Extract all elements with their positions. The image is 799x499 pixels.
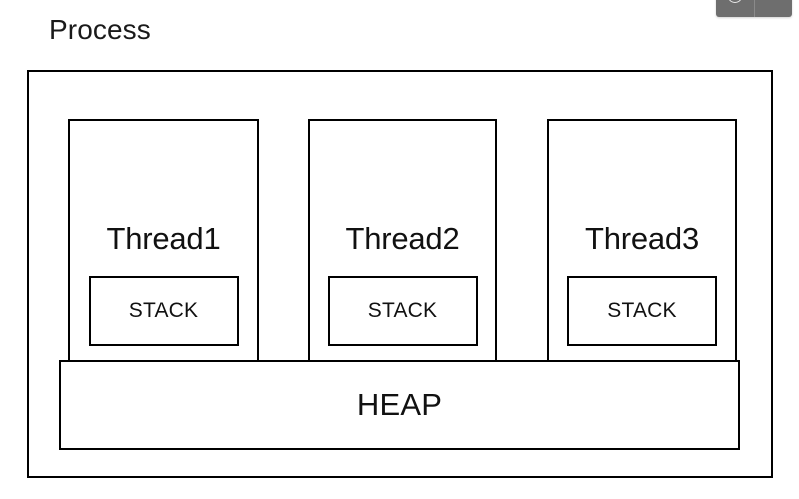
- toolbar-secondary-button[interactable]: [755, 0, 793, 17]
- thread-label-2: Thread2: [345, 221, 460, 256]
- floating-toolbar[interactable]: [716, 0, 792, 17]
- heap-label: HEAP: [356, 387, 443, 422]
- stack-label-3: STACK: [607, 299, 677, 322]
- stack-box-1: STACK: [88, 276, 239, 346]
- stack-label-1: STACK: [128, 299, 199, 322]
- thread-label-1: Thread1: [106, 221, 221, 256]
- toolbar-divider: [753, 0, 755, 17]
- stack-box-3: STACK: [567, 276, 717, 346]
- stack-label-2: STACK: [367, 299, 438, 322]
- thread-box-3: Thread3 STACK: [547, 119, 737, 362]
- page-title: Process: [49, 14, 151, 45]
- toolbar-info-button[interactable]: [716, 0, 754, 17]
- stack-box-2: STACK: [327, 276, 478, 346]
- heap-box: HEAP: [59, 360, 740, 450]
- thread-label-3: Thread3: [584, 221, 700, 256]
- info-circle-icon: [727, 0, 743, 3]
- thread-box-2: Thread2 STACK: [308, 119, 497, 362]
- thread-box-1: Thread1 STACK: [68, 119, 259, 362]
